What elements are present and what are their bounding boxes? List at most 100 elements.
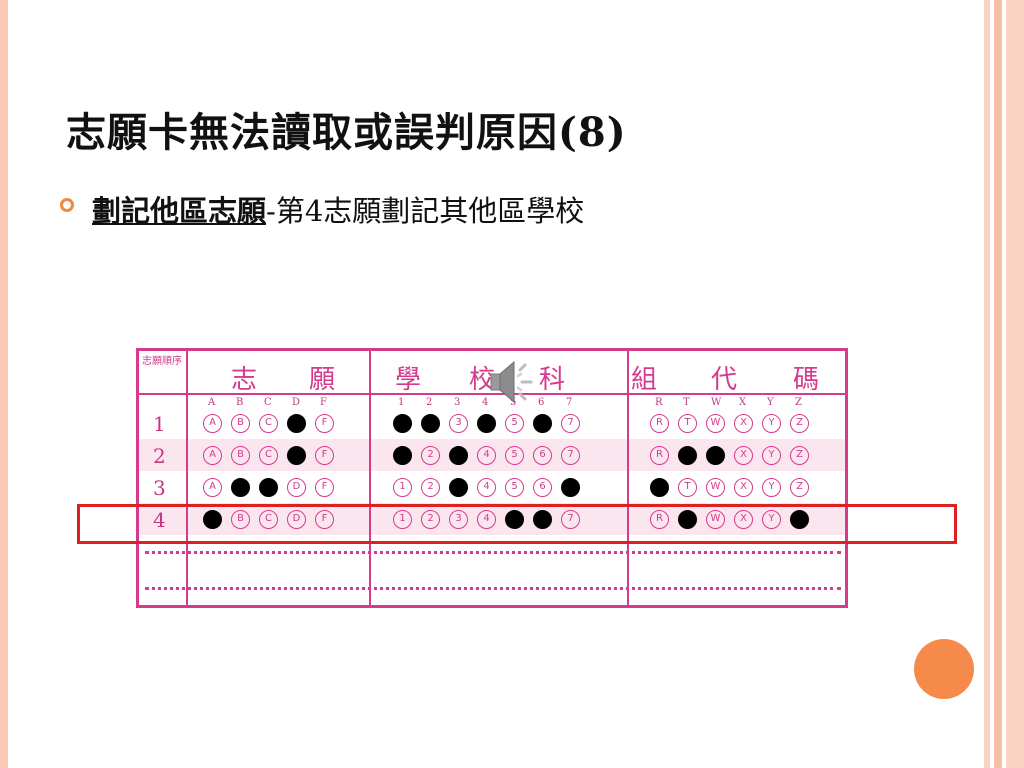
empty-bubble: F xyxy=(315,478,334,497)
empty-bubble: 1 xyxy=(393,478,412,497)
empty-bubble: A xyxy=(203,446,222,465)
sheet-header: 志願順序 志願學校科組代碼 xyxy=(139,351,845,395)
empty-bubble: Y xyxy=(762,510,781,529)
filled-bubble: Z xyxy=(790,510,809,529)
column-letter-label: C xyxy=(264,397,272,408)
empty-bubble: D xyxy=(287,478,306,497)
orange-dot-decoration xyxy=(914,639,974,699)
empty-bubble: 4 xyxy=(477,446,496,465)
highlight-box xyxy=(77,504,957,544)
bullet-underlined-term: 劃記他區志願 xyxy=(92,194,267,228)
empty-bubble: 1 xyxy=(393,510,412,529)
empty-bubble: 2 xyxy=(421,510,440,529)
filled-bubble: W xyxy=(706,446,725,465)
empty-bubble: 7 xyxy=(561,414,580,433)
empty-bubble: Y xyxy=(762,478,781,497)
empty-bubble: 2 xyxy=(421,478,440,497)
sheet-divider xyxy=(627,351,629,605)
column-letter-label: B xyxy=(236,397,244,408)
empty-bubble: Y xyxy=(762,446,781,465)
sheet-divider xyxy=(369,351,371,605)
column-letter-label: 4 xyxy=(482,397,489,408)
sheet-divider xyxy=(186,351,188,605)
empty-bubble: X xyxy=(734,478,753,497)
bullet-description: -第4志願劃記其他區學校 xyxy=(266,194,585,228)
empty-bubble: F xyxy=(315,414,334,433)
empty-bubble: Z xyxy=(790,446,809,465)
column-letter-label: 7 xyxy=(566,397,573,408)
empty-bubble: 5 xyxy=(505,446,524,465)
empty-bubble: 3 xyxy=(449,510,468,529)
empty-bubble: D xyxy=(287,510,306,529)
slide-title: 志願卡無法讀取或誤判原因(8) xyxy=(66,109,627,156)
filled-bubble: D xyxy=(287,446,306,465)
left-border-decoration xyxy=(0,0,8,768)
empty-bubble: W xyxy=(706,478,725,497)
empty-bubble: Z xyxy=(790,478,809,497)
row-number-label: 2 xyxy=(153,444,166,468)
empty-bubble: C xyxy=(259,510,278,529)
empty-bubble: 2 xyxy=(421,446,440,465)
right-border-gap xyxy=(990,0,994,768)
empty-bubble: F xyxy=(315,510,334,529)
empty-bubble: 7 xyxy=(561,446,580,465)
filled-bubble: C xyxy=(259,478,278,497)
empty-bubble: C xyxy=(259,414,278,433)
filled-bubble: T xyxy=(678,446,697,465)
empty-bubble: 6 xyxy=(533,478,552,497)
empty-bubble: 5 xyxy=(505,478,524,497)
empty-bubble: Y xyxy=(762,414,781,433)
empty-bubble: A xyxy=(203,414,222,433)
empty-bubble: C xyxy=(259,446,278,465)
column-letter-label: T xyxy=(683,397,690,408)
filled-bubble: B xyxy=(231,478,250,497)
empty-bubble: R xyxy=(650,446,669,465)
header-char: 碼 xyxy=(793,365,820,395)
column-letter-label: 1 xyxy=(398,397,405,408)
filled-bubble: 7 xyxy=(561,478,580,497)
header-char: 代 xyxy=(711,365,738,395)
empty-bubble: F xyxy=(315,446,334,465)
filled-bubble: 3 xyxy=(449,446,468,465)
empty-bubble: 7 xyxy=(561,510,580,529)
right-border-stripe xyxy=(1006,0,1024,768)
empty-bubble: 4 xyxy=(477,510,496,529)
right-border-gap xyxy=(1002,0,1006,768)
header-order-label: 志願順序 xyxy=(142,356,182,367)
speaker-icon[interactable] xyxy=(487,356,539,408)
empty-bubble: B xyxy=(231,510,250,529)
dotted-blank-row xyxy=(145,587,841,590)
filled-bubble: 6 xyxy=(533,414,552,433)
empty-bubble: 6 xyxy=(533,446,552,465)
empty-bubble: B xyxy=(231,414,250,433)
header-char: 組 xyxy=(631,365,658,395)
filled-bubble: 6 xyxy=(533,510,552,529)
column-letter-label: A xyxy=(208,397,216,408)
column-letter-label: 2 xyxy=(426,397,433,408)
filled-bubble: 3 xyxy=(449,478,468,497)
filled-bubble: 5 xyxy=(505,510,524,529)
row-number-label: 3 xyxy=(153,476,166,500)
filled-bubble: 1 xyxy=(393,414,412,433)
header-char: 科 xyxy=(539,365,566,395)
empty-bubble: X xyxy=(734,446,753,465)
column-letter-label: 5 xyxy=(510,397,517,408)
column-letter-label: 6 xyxy=(538,397,545,408)
bullet-text: 劃記他區志願-第4志願劃記其他區學校 xyxy=(92,188,584,230)
empty-bubble: B xyxy=(231,446,250,465)
filled-bubble: R xyxy=(650,478,669,497)
bullet-ring-icon xyxy=(60,198,74,212)
column-letter-label: D xyxy=(292,397,301,408)
empty-bubble: R xyxy=(650,414,669,433)
dotted-blank-row xyxy=(145,551,841,554)
empty-bubble: A xyxy=(203,478,222,497)
row-number-label: 1 xyxy=(153,412,166,436)
column-letter-label: X xyxy=(739,397,747,408)
column-letter-label: W xyxy=(711,397,722,408)
empty-bubble: T xyxy=(678,414,697,433)
empty-bubble: 5 xyxy=(505,414,524,433)
filled-bubble: T xyxy=(678,510,697,529)
empty-bubble: 3 xyxy=(449,414,468,433)
empty-bubble: R xyxy=(650,510,669,529)
